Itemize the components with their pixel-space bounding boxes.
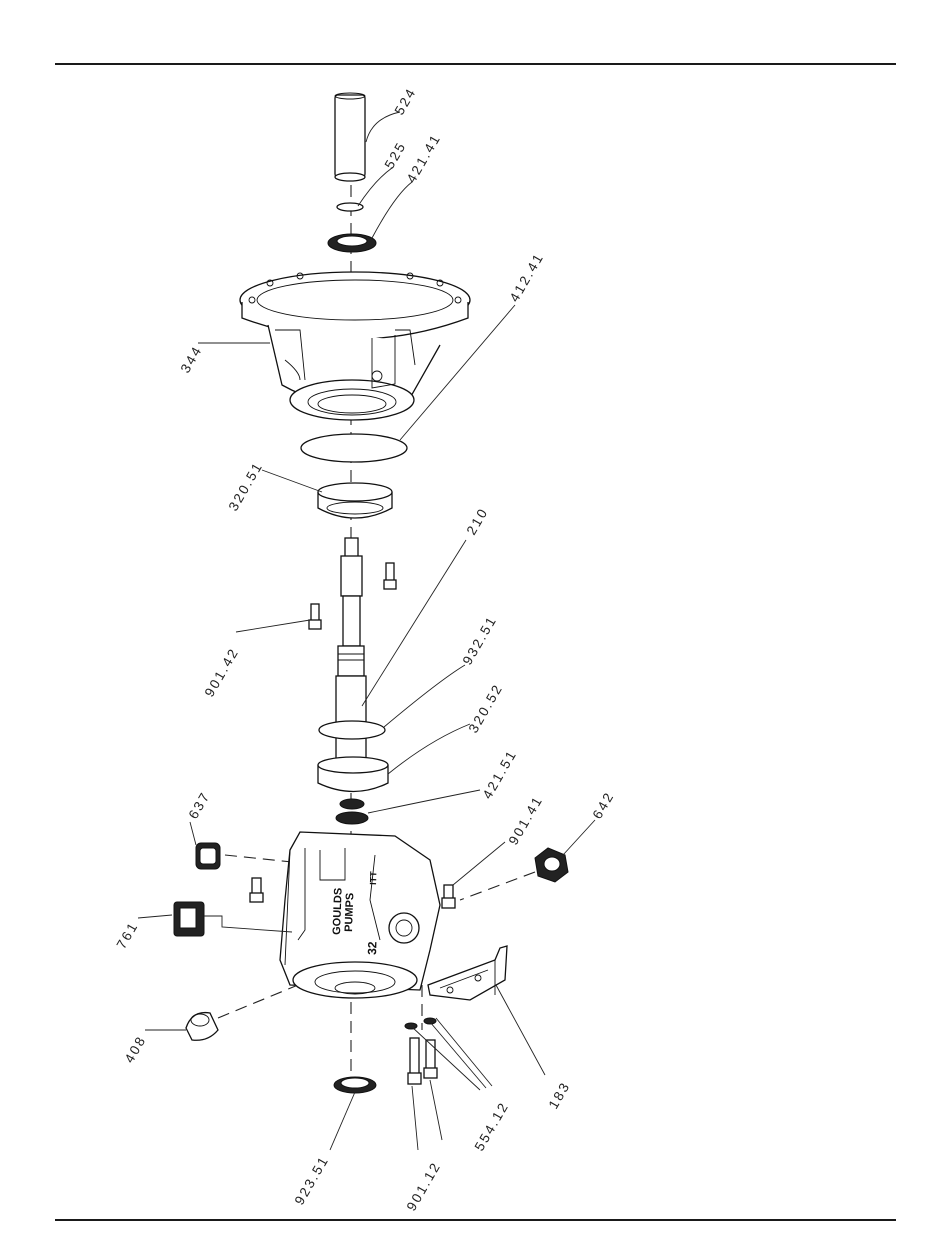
bolt-901-12-b (424, 1040, 437, 1078)
o-ring-412-41 (301, 434, 407, 462)
callout-761: 761 (114, 919, 142, 952)
callout-421-41: 421.41 (404, 131, 444, 186)
callout-183: 183 (546, 1079, 574, 1112)
explode-line-642 (460, 872, 535, 900)
screw-frame-left (250, 878, 263, 902)
bearing-320-51 (318, 483, 392, 518)
retaining-ring-932-51 (319, 721, 385, 739)
callout-320-52: 320.52 (466, 681, 506, 736)
callout-412-41: 412.41 (507, 250, 547, 305)
casing-mark-32: 32 (365, 941, 379, 955)
breather-637 (196, 843, 220, 869)
callout-642: 642 (590, 789, 618, 822)
lip-seal-421-41 (328, 234, 376, 252)
callout-524: 524 (392, 85, 420, 118)
callout-labels: 524 525 421.41 412.41 344 320.51 210 901… (114, 85, 618, 1214)
callout-637: 637 (186, 789, 214, 822)
bearing-320-52 (318, 757, 388, 792)
sight-glass-761 (174, 902, 292, 936)
callout-554-12: 554.12 (472, 1099, 512, 1154)
screw-901-42-left (309, 604, 321, 629)
callout-320-51: 320.51 (226, 459, 266, 514)
washer-554-12-a (405, 1023, 417, 1029)
callout-210: 210 (464, 505, 492, 538)
bearing-frame: GOULDS PUMPS 32 ITT (280, 832, 440, 998)
callout-923-51: 923.51 (292, 1153, 332, 1208)
callout-421-51: 421.51 (480, 747, 520, 802)
washer-554-12-b (424, 1018, 436, 1024)
callout-932-51: 932.51 (460, 613, 500, 668)
callout-344: 344 (178, 343, 206, 376)
callout-408: 408 (122, 1033, 150, 1066)
casing-mark-itt: ITT (368, 871, 378, 885)
screw-901-42-right (384, 563, 396, 589)
sleeve-524 (335, 93, 365, 181)
casing-brand-line2: PUMPS (343, 893, 356, 933)
seal-421-51 (336, 799, 368, 824)
plug-642 (535, 848, 568, 882)
plug-408 (186, 1013, 218, 1041)
explode-line-637 (225, 855, 292, 862)
explode-line-408 (218, 985, 298, 1018)
foot-bracket-183 (428, 946, 507, 1000)
callout-901-41: 901.41 (506, 793, 546, 848)
locknut-923-51 (334, 1077, 376, 1093)
screw-901-41 (442, 885, 455, 908)
callout-901-42: 901.42 (202, 645, 242, 700)
callout-525: 525 (382, 139, 410, 172)
callout-901-12: 901.12 (404, 1159, 444, 1214)
bolt-901-12-a (408, 1038, 421, 1084)
